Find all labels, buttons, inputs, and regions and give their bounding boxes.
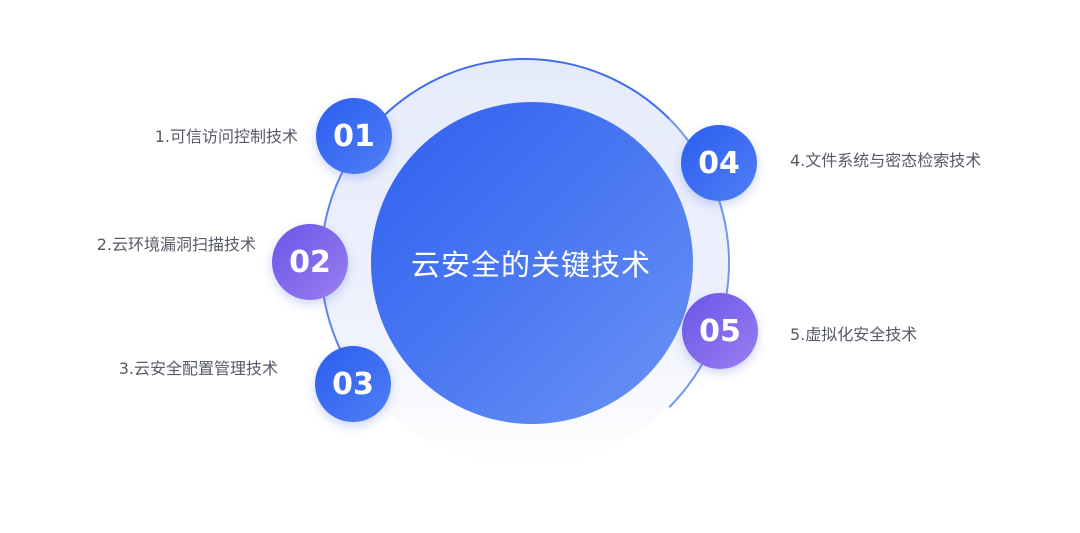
badge-03: 03 xyxy=(315,346,391,422)
center-circle: 云安全的关键技术 xyxy=(371,102,693,424)
badge-05: 05 xyxy=(682,293,758,369)
badge-number: 03 xyxy=(332,366,374,402)
badge-04: 04 xyxy=(681,125,757,201)
label-item-2: 2.云环境漏洞扫描技术 xyxy=(96,235,256,254)
badge-number: 01 xyxy=(333,118,375,154)
badge-number: 02 xyxy=(289,244,331,280)
label-item-1: 1.可信访问控制技术 xyxy=(154,127,298,146)
label-item-3: 3.云安全配置管理技术 xyxy=(118,359,278,378)
center-title: 云安全的关键技术 xyxy=(410,248,651,282)
badge-number: 05 xyxy=(699,313,741,349)
label-item-5: 5.虚拟化安全技术 xyxy=(790,325,918,344)
badge-01: 01 xyxy=(316,98,392,174)
badge-number: 04 xyxy=(698,145,740,181)
label-item-4: 4.文件系统与密态检索技术 xyxy=(790,151,982,170)
badge-02: 02 xyxy=(272,224,348,300)
